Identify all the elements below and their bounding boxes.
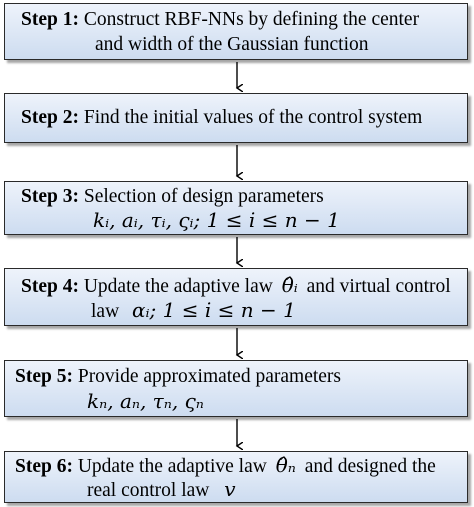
step-2-box: Step 2: Find the initial values of the c… <box>4 93 468 143</box>
step-5-math: kₙ, aₙ, τₙ, ςₙ <box>87 389 204 413</box>
step-4-text-line-2: law <box>91 301 120 322</box>
step-4-text-line-1: Update the adaptive law <box>83 276 273 297</box>
step-3-label: Step 3: <box>21 186 79 207</box>
step-6-text-line-1: Update the adaptive law <box>77 456 267 477</box>
step-4-alpha-math: αᵢ; 1 ≤ i ≤ n − 1 <box>132 298 296 322</box>
step-1-text-line-2: and width of the Gaussian function <box>95 34 369 55</box>
step-1-box: Step 1: Construct RBF-NNs by defining th… <box>4 3 468 60</box>
step-1-label: Step 1: <box>21 9 79 30</box>
step-5-text: Provide approximated parameters <box>77 366 341 387</box>
step-4-box: Step 4: Update the adaptive law θ̂ᵢ and … <box>4 268 468 326</box>
step-4-label: Step 4: <box>21 276 79 297</box>
step-6-label: Step 6: <box>15 456 73 477</box>
step-2-label: Step 2: <box>21 107 79 128</box>
step-5-box: Step 5: Provide approximated parameters … <box>4 360 468 417</box>
step-1-text-line-1: Construct RBF-NNs by defining the center <box>83 9 420 30</box>
step-4-theta-math: θ̂ᵢ <box>281 273 298 297</box>
step-3-math: kᵢ, aᵢ, τᵢ, ςᵢ; 1 ≤ i ≤ n − 1 <box>93 208 340 232</box>
step-6-text-line-2: real control law <box>87 480 210 501</box>
step-3-box: Step 3: Selection of design parameters k… <box>4 181 468 235</box>
step-3-text: Selection of design parameters <box>83 186 324 207</box>
step-6-theta-math: θ̂ₙ <box>275 453 296 477</box>
step-6-box: Step 6: Update the adaptive law θ̂ₙ and … <box>4 451 468 503</box>
step-2-text: Find the initial values of the control s… <box>83 107 423 128</box>
step-4-text-line-1-tail: and virtual control <box>306 276 451 297</box>
step-6-v-math: v <box>224 477 236 501</box>
step-6-text-line-1-tail: and designed the <box>304 456 436 477</box>
step-5-label: Step 5: <box>15 366 73 387</box>
